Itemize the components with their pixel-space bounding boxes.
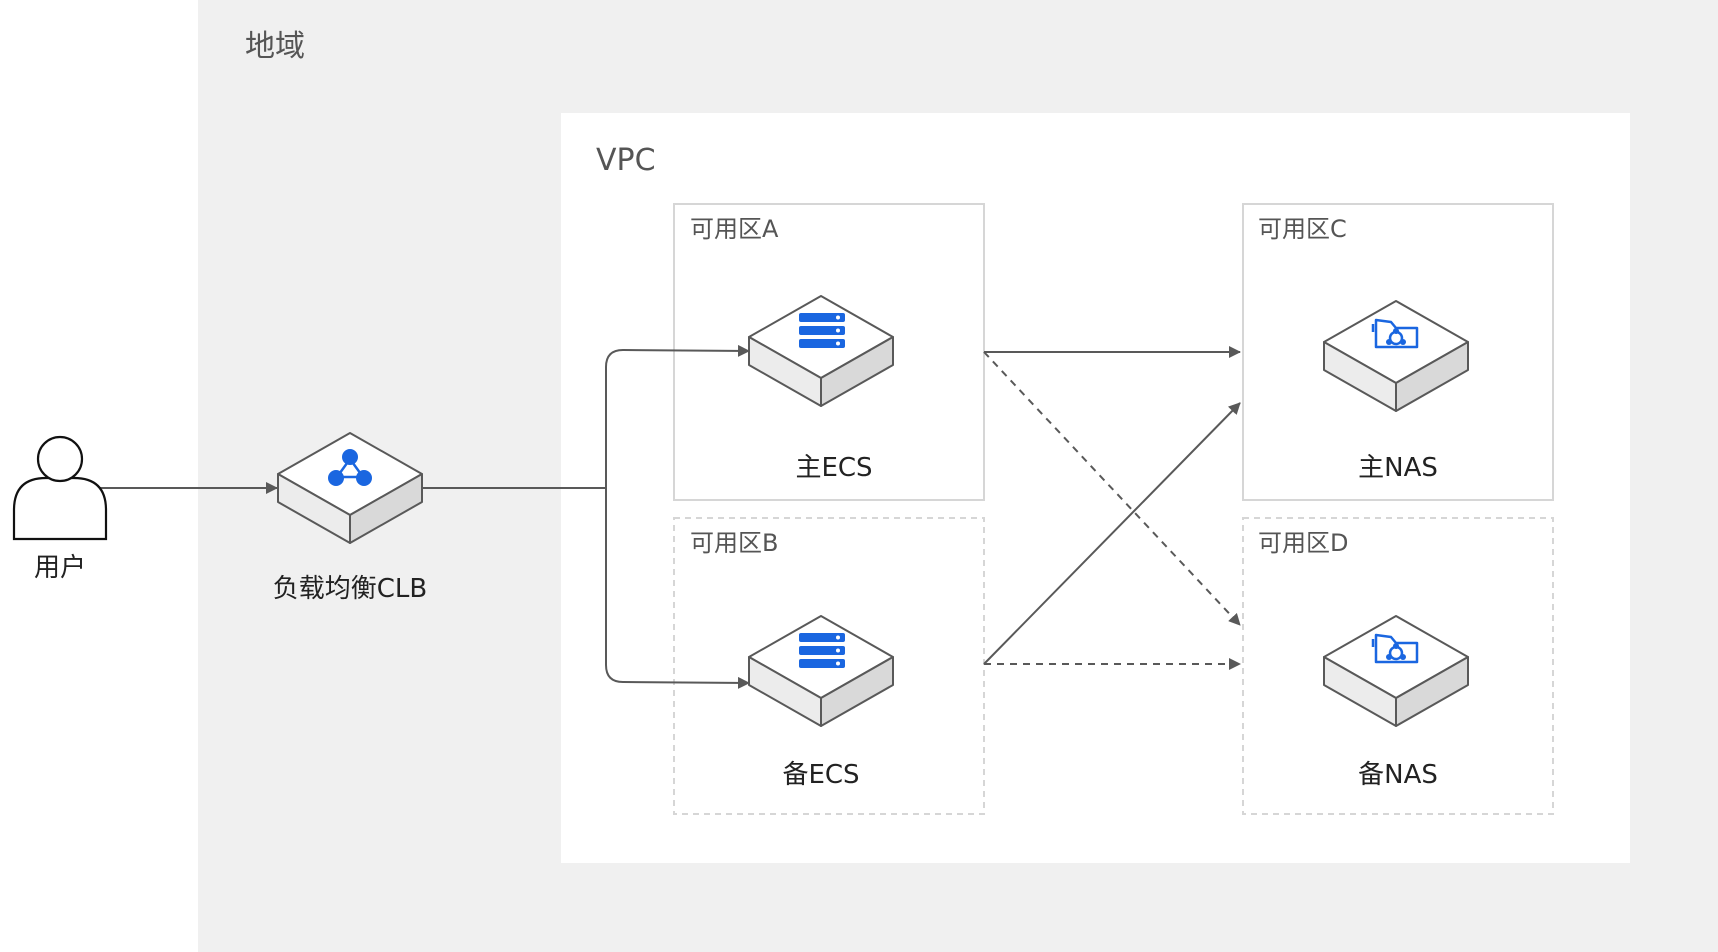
nas-backup-label: 备NAS bbox=[1358, 760, 1438, 790]
ecs-primary-node[interactable]: 主ECS bbox=[748, 295, 894, 483]
nas-icon bbox=[1371, 633, 1419, 664]
edge-ecs-backup-to-nas-primary bbox=[983, 402, 1241, 665]
ecs-primary-label: 主ECS bbox=[795, 453, 872, 483]
edge-clb-to-ecs-primary bbox=[421, 344, 750, 489]
load-balancer-icon bbox=[328, 449, 372, 486]
region-label: 地域 bbox=[245, 29, 305, 64]
zone-b-box bbox=[673, 517, 985, 815]
zone-a-label: 可用区A bbox=[690, 215, 779, 243]
user-icon bbox=[12, 435, 108, 541]
nas-icon bbox=[1371, 318, 1419, 349]
nas-primary-label: 主NAS bbox=[1358, 453, 1438, 483]
vpc-label: VPC bbox=[596, 143, 656, 178]
zone-c-label: 可用区C bbox=[1258, 215, 1347, 243]
user-node[interactable]: 用户 bbox=[12, 435, 108, 583]
vpc-container bbox=[561, 113, 1630, 863]
ecs-backup-label: 备ECS bbox=[782, 760, 859, 790]
user-label: 用户 bbox=[34, 553, 86, 583]
edge-ecs-primary-to-nas-backup bbox=[983, 351, 1241, 626]
nas-backup-node[interactable]: 备NAS bbox=[1323, 615, 1469, 790]
clb-label: 负载均衡CLB bbox=[273, 574, 427, 604]
zone-d-box bbox=[1242, 517, 1554, 815]
zone-b-label: 可用区B bbox=[690, 529, 778, 557]
server-icon bbox=[799, 313, 845, 348]
clb-node[interactable]: 负载均衡CLB bbox=[273, 432, 427, 604]
edge-clb-to-ecs-backup bbox=[605, 488, 750, 689]
server-icon bbox=[799, 633, 845, 668]
zone-c-box bbox=[1242, 203, 1554, 501]
zone-d-label: 可用区D bbox=[1258, 529, 1348, 557]
nas-primary-node[interactable]: 主NAS bbox=[1323, 300, 1469, 483]
ecs-backup-node[interactable]: 备ECS bbox=[748, 615, 894, 790]
